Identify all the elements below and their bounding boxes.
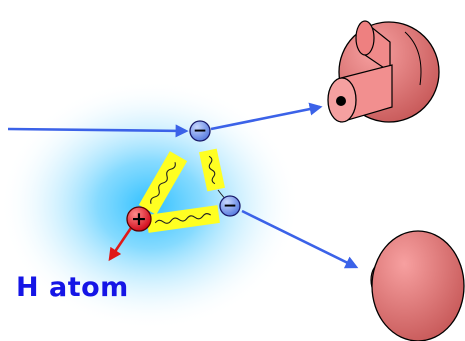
proton: +	[127, 207, 151, 231]
detector-lower	[371, 231, 464, 341]
electron-top-sign: −	[193, 121, 207, 141]
electron-right-sign: −	[223, 196, 237, 216]
atom-label: H atom	[16, 272, 129, 303]
proton-sign: +	[131, 208, 147, 230]
detector-upper	[328, 21, 439, 122]
electron-right: −	[220, 196, 240, 216]
electron-top: −	[190, 121, 210, 141]
